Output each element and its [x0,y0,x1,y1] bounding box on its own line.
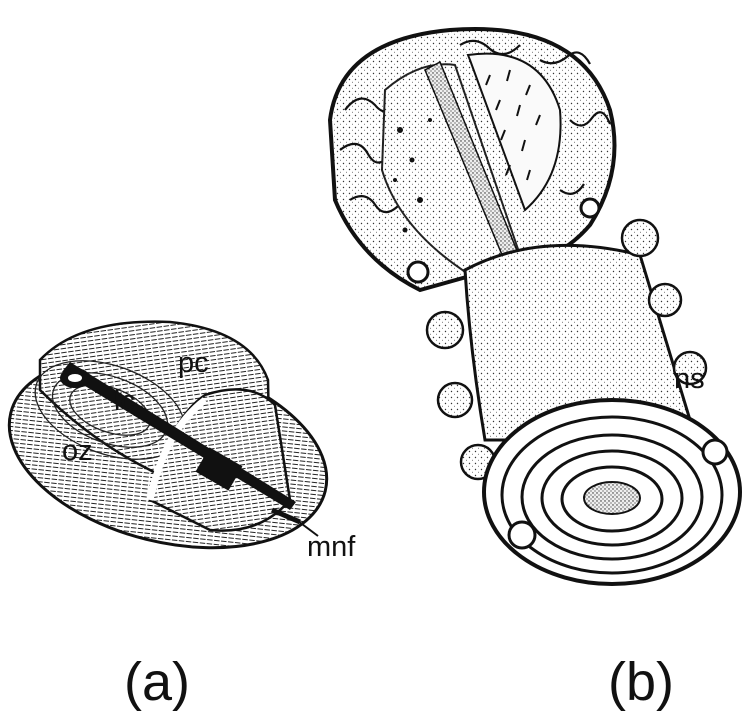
caption-panel-a: (a) [124,652,190,712]
bottom-core [584,482,640,514]
label-pc: pc [178,347,209,379]
caption-panel-b: (b) [608,652,674,712]
label-lc: lc [114,385,135,417]
label-mnf: mnf [307,531,356,563]
label-oz: oz [62,435,93,467]
label-ns: ns [674,363,705,395]
inner-core-lumen [68,374,82,382]
panel-a-illustration [0,322,347,579]
panel-b-illustration [330,29,740,584]
